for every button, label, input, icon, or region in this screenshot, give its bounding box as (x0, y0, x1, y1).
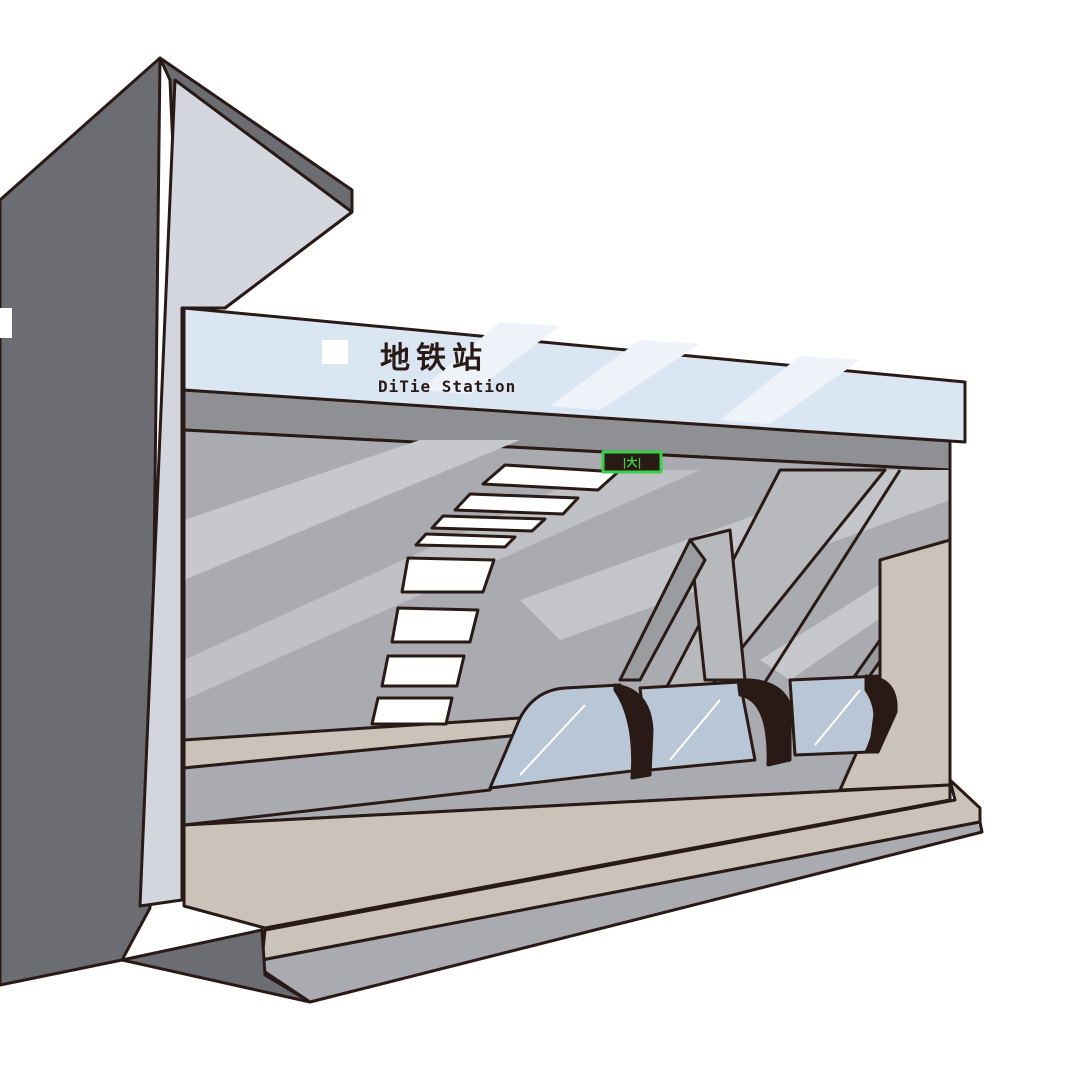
station-sign: 地铁站 DiTie Station (182, 306, 967, 444)
escalator-support (618, 528, 747, 682)
exit-sign: |大| (601, 450, 663, 474)
entrance-floor (120, 778, 984, 1004)
sign-english-text: DiTie Station (378, 377, 516, 396)
building-wall (0, 56, 354, 987)
wall-window (0, 308, 12, 338)
sign-chinese-text: 地铁站 (380, 341, 488, 376)
ceiling-lights (370, 463, 620, 726)
exit-sign-text: |大| (622, 455, 641, 469)
sign-logo-square (322, 340, 348, 364)
escalator (488, 674, 898, 790)
